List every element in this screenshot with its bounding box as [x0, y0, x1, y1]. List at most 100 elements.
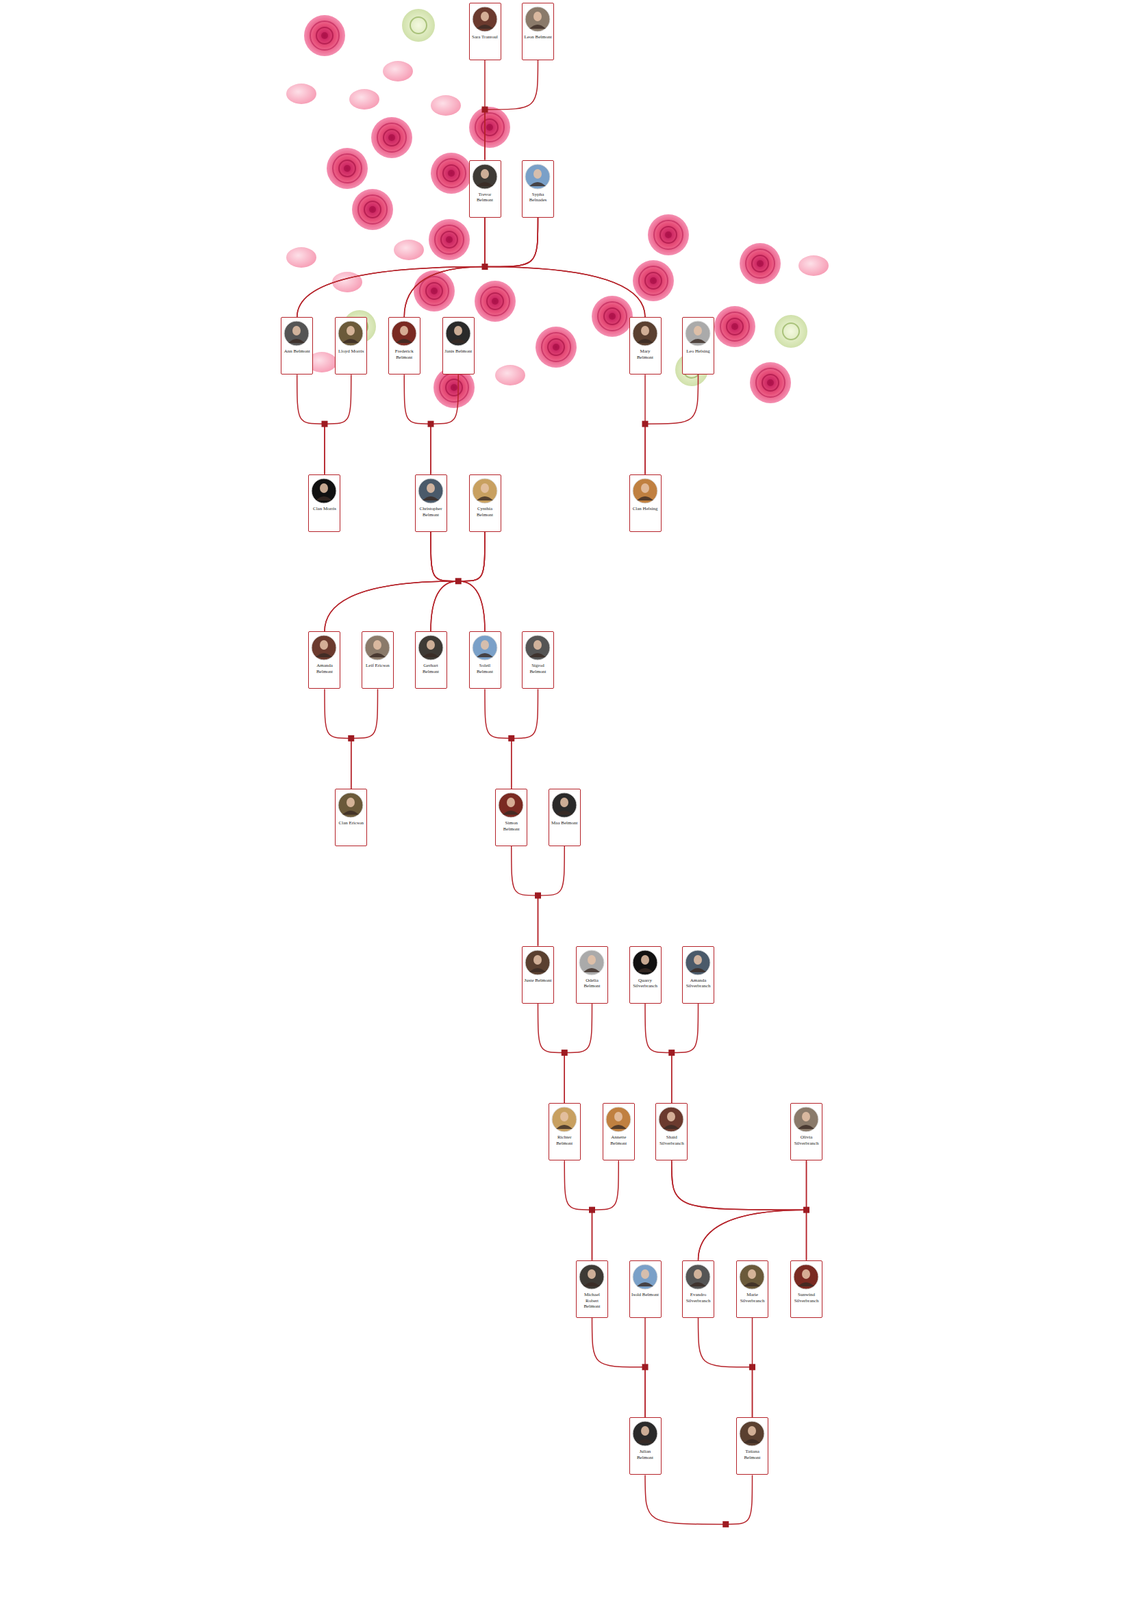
family-connector — [324, 532, 485, 633]
avatar-picture — [738, 1263, 766, 1291]
avatar-picture — [577, 949, 606, 977]
junction-dot — [668, 1049, 675, 1056]
person-name: Janis Belmont — [443, 348, 474, 358]
person-name: Mary Belmont — [630, 348, 661, 364]
junction-dot — [642, 421, 649, 428]
avatar-picture — [684, 319, 712, 348]
person-name: Juste Belmont — [522, 977, 554, 987]
family-connector — [511, 688, 539, 789]
person-name: Christopher Belmont — [415, 506, 447, 522]
avatar-picture — [577, 1263, 606, 1291]
family-connector — [511, 846, 539, 947]
avatar-picture — [631, 1420, 659, 1448]
family-connector — [538, 1003, 565, 1104]
avatar-picture — [471, 162, 499, 191]
avatar-picture — [310, 634, 338, 662]
person-name: Simon Belmont — [495, 820, 527, 836]
person-card: Soleil Belmont — [469, 631, 502, 689]
family-connector — [671, 1003, 699, 1104]
person-name: Gerhart Belmont — [415, 662, 447, 678]
person-name: Sunwind Silverbranch — [790, 1292, 822, 1308]
person-card: Sunwind Silverbranch — [790, 1260, 823, 1319]
junction-dot — [428, 421, 435, 428]
person-card: Mary Belmont — [629, 317, 662, 375]
avatar-picture — [523, 949, 552, 977]
person-card: Christopher Belmont — [414, 474, 448, 533]
person-card: Marie Silverbranch — [736, 1260, 769, 1319]
family-connector — [324, 688, 352, 789]
person-name: Isold Belmont — [630, 1292, 661, 1302]
person-name: Clan Helsing — [630, 506, 661, 515]
avatar-picture — [631, 1263, 659, 1291]
person-card: Sypha Belnades — [521, 160, 555, 218]
person-card: Amanda Belmont — [308, 631, 341, 689]
junction-dot — [482, 106, 489, 113]
person-name: Cynthia Belmont — [469, 506, 501, 522]
avatar-picture — [363, 634, 392, 662]
junction-dot — [561, 1049, 568, 1056]
avatar-picture — [792, 1263, 820, 1291]
person-name: Olivia Silverbranch — [790, 1134, 822, 1150]
family-connector — [351, 688, 379, 789]
person-card: Juste Belmont — [521, 946, 555, 1004]
person-name: Tatiana Belmont — [736, 1449, 768, 1465]
family-connector — [564, 1003, 592, 1104]
person-name: Amanda Silverbranch — [682, 977, 714, 993]
family-connector — [404, 374, 431, 475]
person-name: Frederick Belmont — [388, 348, 420, 364]
avatar-picture — [417, 477, 445, 505]
person-name: Lloyd Morris — [335, 348, 367, 358]
avatar-picture — [631, 949, 659, 977]
person-name: Sigrod Belmont — [522, 662, 554, 678]
avatar-picture — [657, 1105, 685, 1134]
person-card: Simon Belmont — [495, 788, 528, 847]
person-card: Lloyd Morris — [334, 317, 368, 375]
family-connector — [671, 1160, 807, 1261]
person-name: Leon Belmont — [522, 34, 554, 44]
person-card: Ann Belmont — [280, 317, 313, 375]
avatar-picture — [417, 634, 445, 662]
person-card: Quarry Silverbranch — [629, 946, 662, 1004]
person-name: Odelia Belmont — [576, 977, 608, 993]
person-card: Janis Belmont — [442, 317, 475, 375]
junction-dot — [722, 1521, 729, 1528]
family-connector — [484, 60, 539, 161]
person-name: Richter Belmont — [549, 1134, 581, 1150]
person-name: Leo Helsing — [682, 348, 714, 358]
person-card: Sara Trantoul — [469, 2, 502, 61]
person-card: Richter Belmont — [548, 1103, 581, 1161]
person-name: Soleil Belmont — [469, 662, 501, 678]
junction-dot — [482, 263, 489, 270]
family-connector — [645, 1475, 753, 1525]
person-card: Isold Belmont — [629, 1260, 662, 1319]
avatar-picture — [550, 1105, 578, 1134]
person-name: Sara Trantoul — [469, 34, 501, 44]
family-connector — [484, 217, 646, 318]
family-connector — [484, 688, 512, 789]
person-card: Sigrod Belmont — [521, 631, 555, 689]
person-card: Frederick Belmont — [388, 317, 421, 375]
person-name: Amanda Belmont — [308, 662, 340, 678]
avatar-picture — [336, 319, 365, 348]
person-card: Annette Belmont — [602, 1103, 635, 1161]
person-card: Clan Morris — [308, 474, 341, 533]
person-name: Ann Belmont — [281, 348, 313, 358]
junction-dot — [534, 892, 542, 900]
person-name: Leif Ericson — [362, 662, 394, 672]
junction-dot — [321, 421, 328, 428]
avatar-picture — [310, 477, 338, 505]
junction-dot — [508, 735, 515, 742]
avatar-picture — [631, 477, 659, 505]
family-connector — [430, 374, 459, 475]
avatar-picture — [471, 634, 499, 662]
avatar-picture — [604, 1105, 633, 1134]
person-name: Michael Robert Belmont — [576, 1292, 608, 1313]
person-card: Cynthia Belmont — [469, 474, 502, 533]
family-connector — [297, 374, 325, 475]
person-name: Julian Belmont — [630, 1449, 661, 1465]
person-card: Julian Belmont — [629, 1417, 662, 1476]
avatar-picture — [523, 5, 552, 33]
person-name: Quarry Silverbranch — [630, 977, 661, 993]
person-name: Clan Ericson — [335, 820, 367, 830]
family-connector — [698, 1318, 753, 1419]
